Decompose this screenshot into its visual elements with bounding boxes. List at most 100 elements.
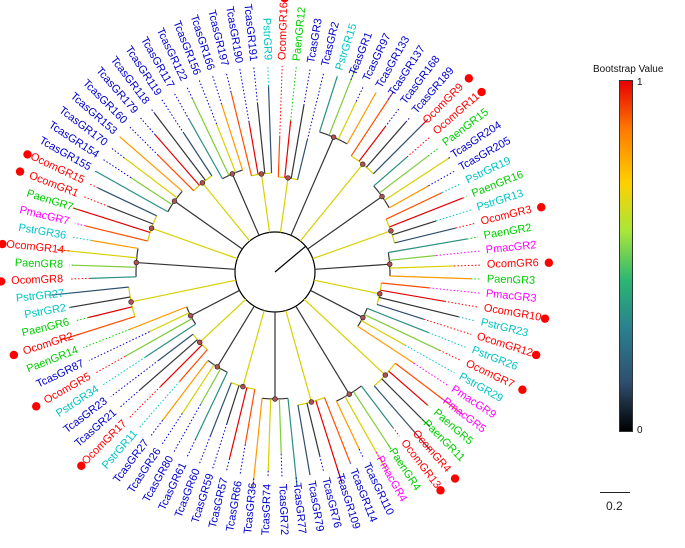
bootstrap-node <box>360 161 366 167</box>
leaf-branch <box>297 404 311 476</box>
internal-branch <box>130 279 236 303</box>
leaf-branch <box>394 227 456 244</box>
leaf-branch <box>296 139 308 180</box>
leaf-connector <box>280 453 283 478</box>
leaf-connector <box>428 332 467 349</box>
leaf-connector <box>453 264 481 267</box>
leaf-branch <box>335 400 360 450</box>
legend-title: Bootstrap Value <box>593 64 664 75</box>
leaf-connector <box>441 183 462 194</box>
bootstrap-node <box>379 193 385 200</box>
leaf-connector <box>409 426 431 451</box>
highlight-dot <box>477 87 486 97</box>
leaf-connector <box>427 147 440 157</box>
leaf-connector <box>129 386 161 419</box>
leaf-connector <box>83 328 131 349</box>
leaf-connector <box>444 300 479 308</box>
bootstrap-node <box>187 313 194 319</box>
leaf-branch <box>162 360 209 421</box>
internal-branch <box>310 289 364 319</box>
leaf-connector <box>350 65 358 81</box>
leaf-branch <box>256 103 266 174</box>
leaf-branch <box>277 137 281 178</box>
leaf-connector <box>387 92 394 101</box>
internal-branch <box>314 263 390 270</box>
leaf-branch <box>230 92 253 176</box>
leaf-branch <box>154 113 206 181</box>
leaf-connector <box>110 147 125 159</box>
leaf-label: OcomGR6 <box>487 257 539 271</box>
internal-branch <box>290 136 335 236</box>
internal-branch <box>295 305 350 395</box>
highlight-dot <box>544 258 554 267</box>
legend-min-label: 0 <box>637 425 643 436</box>
internal-branch <box>216 305 255 368</box>
leaf-label: OcomGR8 <box>11 273 63 287</box>
leaf-connector <box>392 427 400 437</box>
leaf-connector <box>139 380 181 428</box>
leaf-branch <box>228 387 248 459</box>
leaf-connector <box>423 318 472 335</box>
leaf-connector <box>375 451 388 472</box>
leaf-connector <box>462 196 467 199</box>
leaf-connector <box>439 349 462 361</box>
leaf-branch <box>149 312 190 333</box>
scale-bar-label: 0.2 <box>606 499 623 513</box>
bootstrap-node <box>171 198 178 204</box>
leaf-connector <box>306 71 325 141</box>
leaf-branch <box>364 314 440 351</box>
leaf-branch <box>284 120 292 178</box>
internal-branch <box>303 298 386 376</box>
leaf-branch <box>389 197 464 228</box>
leaf-branch <box>360 320 406 346</box>
leaf-connector <box>252 476 255 487</box>
leaf-branch <box>95 171 169 213</box>
leaf-connector <box>186 438 197 459</box>
internal-branch <box>299 163 364 242</box>
leaf-connector <box>438 396 463 415</box>
leaf-branch <box>130 177 173 206</box>
leaf-connector <box>72 207 79 211</box>
leaf-branch <box>97 187 157 217</box>
leaf-branch <box>60 315 136 341</box>
leaf-connector <box>279 66 283 138</box>
leaf-connector <box>198 435 211 464</box>
leaf-connector <box>384 107 400 128</box>
bootstrap-color-bar <box>619 80 633 432</box>
leaf-branch <box>287 398 298 486</box>
tree-branches <box>50 65 471 487</box>
leaf-branch <box>384 156 451 201</box>
leaf-branch <box>158 333 194 361</box>
leaf-branch <box>183 132 213 177</box>
leaf-branch <box>154 134 200 186</box>
bootstrap-node <box>387 261 393 267</box>
leaf-branch <box>372 118 429 175</box>
bootstrap-node <box>285 175 291 181</box>
leaf-connector <box>387 443 392 450</box>
leaf-connector <box>110 359 159 397</box>
leaf-branch <box>124 318 193 357</box>
leaf-branch <box>90 276 137 279</box>
internal-branch <box>314 279 380 295</box>
leaf-branch <box>388 370 428 406</box>
leaf-branch <box>315 400 343 484</box>
leaf-connector <box>253 67 259 104</box>
leaf-branch <box>108 205 154 225</box>
leaf-connector <box>428 170 455 187</box>
leaf-connector <box>455 222 476 229</box>
leaf-branch <box>91 239 139 250</box>
leaf-connector <box>69 277 91 280</box>
leaf-branch <box>119 136 183 192</box>
leaf-branch <box>366 307 429 334</box>
bootstrap-node <box>240 383 246 390</box>
leaf-connector <box>68 306 73 309</box>
bootstrap-node <box>148 225 155 231</box>
leaf-connector <box>150 419 164 437</box>
leaf-connector <box>83 196 109 207</box>
leaf-connector <box>161 413 183 445</box>
leaf-connector <box>74 317 89 322</box>
leaf-connector <box>198 80 218 125</box>
leaf-label: PaenGR8 <box>15 257 64 271</box>
leaf-branch <box>160 344 203 387</box>
